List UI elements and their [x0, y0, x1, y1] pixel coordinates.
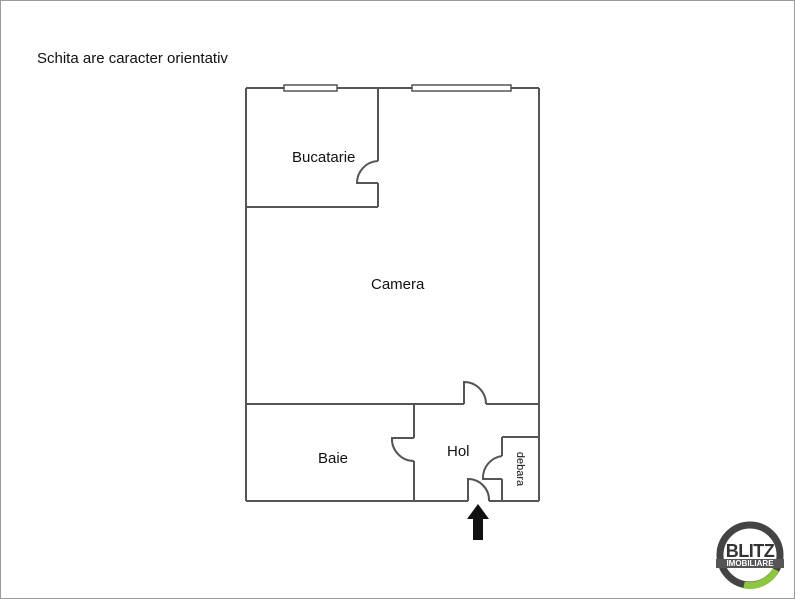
room-label-storage: debara — [514, 451, 526, 487]
blitz-logo: BLITZ IMOBILIARE — [714, 519, 786, 591]
entrance-door-arc — [467, 477, 491, 502]
room-label-kitchen: Bucatarie — [292, 149, 356, 166]
room-window — [411, 84, 512, 92]
logo-text-brand: BLITZ — [725, 541, 775, 561]
room-label-room: Camera — [371, 276, 425, 293]
kitchen-window — [283, 84, 338, 92]
storage-wall — [501, 436, 539, 501]
bath-door-arc — [390, 437, 415, 463]
disclaimer-note: Schita are caracter orientativ — [37, 50, 228, 67]
room-label-bathroom: Baie — [318, 450, 349, 467]
storage-door-arc — [481, 455, 503, 480]
room-door-arc — [463, 380, 487, 405]
kitchen-door-arc — [355, 160, 379, 184]
entrance-arrow-icon — [467, 504, 489, 540]
logo-ring-icon — [716, 521, 784, 590]
logo-text-sub: IMOBILIARE — [716, 559, 784, 568]
room-label-hall: Hol — [447, 443, 470, 460]
